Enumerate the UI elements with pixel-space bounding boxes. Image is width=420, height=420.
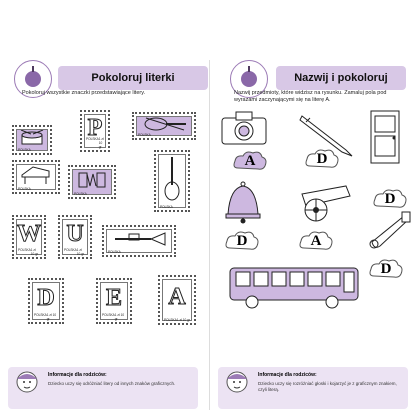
cloud-shape [233, 151, 267, 170]
child-icon [16, 371, 38, 393]
stamp-piano[interactable]: POLSKA [12, 160, 60, 194]
stamp-letter: D [37, 284, 55, 311]
drum-icon [20, 129, 44, 144]
page-divider [209, 60, 210, 410]
stamp-violin[interactable]: POLSKA [132, 112, 196, 140]
cloud-letter: D [384, 190, 396, 207]
footer-text: Dziecko uczy się rozróżniać głoski i koj… [258, 381, 397, 392]
cloud-shape [299, 231, 333, 250]
plum-icon [25, 66, 41, 87]
parent-info-right: Informacje dla rodziców: Dziecko uczy si… [218, 367, 408, 409]
cloud-letter: A [244, 152, 256, 169]
stamp-trumpet[interactable]: POLSKA [102, 225, 176, 257]
stamp-letter: P [87, 114, 103, 141]
accordion-icon [78, 172, 106, 187]
cloud-shape [373, 189, 407, 208]
instruction-left: Pokoloruj wszystkie znaczki przedstawiaj… [22, 90, 146, 96]
plum-badge-left [14, 60, 52, 98]
cloud-letter: D [236, 232, 248, 249]
stamp-guitar[interactable]: POLSKA [154, 150, 190, 212]
guitar-icon [164, 156, 180, 200]
camera-icon [221, 111, 267, 145]
instruction-right: Nazwij przedmioty, które widzisz na rysu… [234, 90, 387, 103]
page-title-right: Nazwij i pokoloruj [276, 66, 406, 90]
parent-info-left: Informacje dla rodziców: Dziecko uczy si… [8, 367, 198, 409]
footer-text: Dziecko uczy się odróżniać litery od inn… [48, 381, 176, 386]
pen-icon [299, 115, 353, 157]
cannon-icon [301, 185, 351, 222]
footer-heading: Informacje dla rodziców: [258, 372, 317, 378]
cloud-shape [225, 231, 259, 250]
page-title-left: Pokoloruj literki [58, 66, 208, 90]
stamp-drum[interactable]: POLSKA [12, 125, 52, 155]
answer-cloud[interactable]: D [224, 230, 260, 252]
answer-cloud[interactable]: A [232, 150, 268, 172]
cloud-shape [369, 259, 403, 278]
answer-cloud[interactable]: D [372, 188, 408, 210]
plum-badge-right [230, 60, 268, 98]
stamp-letter: W [17, 220, 42, 247]
stamp-letter: E [105, 284, 122, 311]
answer-cloud[interactable]: A [298, 230, 334, 252]
safety-pin-icon [369, 211, 411, 249]
stamp-accordion[interactable]: POLSKA [68, 165, 116, 199]
cloud-letter: D [316, 150, 328, 167]
cloud-letter: A [310, 232, 322, 249]
door-icon [370, 110, 400, 164]
stamp-letter: U [66, 220, 84, 247]
piano-icon [21, 165, 50, 184]
bus-icon [229, 267, 359, 309]
violin-icon [144, 117, 186, 130]
cloud-letter: D [380, 260, 392, 277]
stamp-letter: A [168, 283, 186, 310]
child-icon [226, 371, 248, 393]
trumpet-icon [115, 231, 166, 246]
answer-cloud[interactable]: D [368, 258, 404, 280]
answer-cloud[interactable]: D [304, 148, 340, 170]
plum-icon [241, 66, 257, 87]
footer-heading: Informacje dla rodziców: [48, 372, 107, 378]
bell-icon [225, 181, 261, 224]
cloud-shape [305, 149, 339, 168]
